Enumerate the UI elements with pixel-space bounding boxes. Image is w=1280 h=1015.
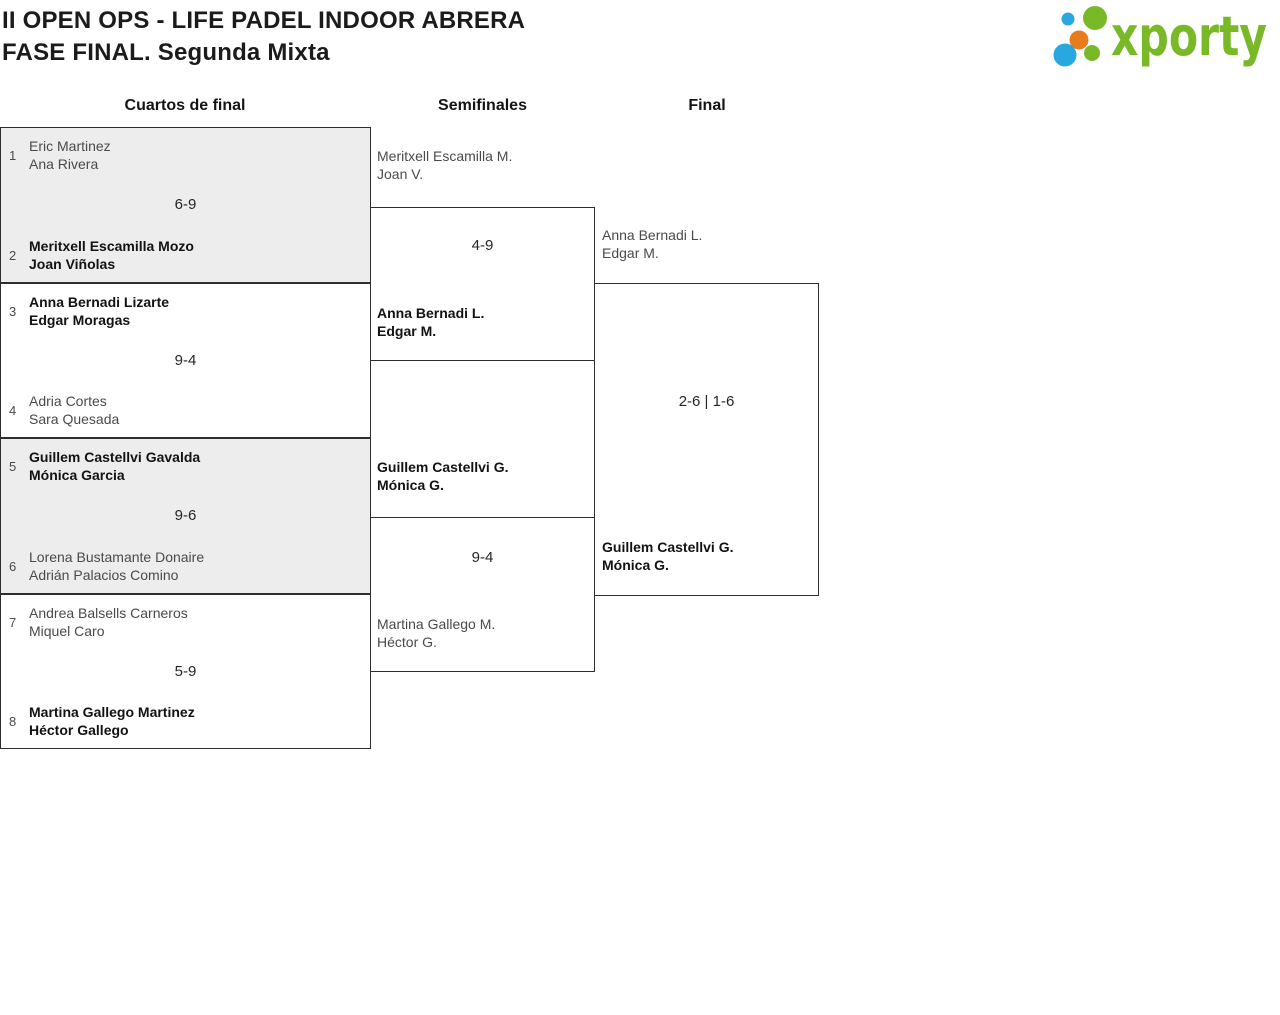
player-2-name: Edgar Moragas (29, 312, 131, 328)
player-1-name: Meritxell Escamilla M. (377, 148, 513, 164)
seed-number: 7 (9, 614, 17, 630)
xporty-logo[interactable]: xporty (1045, 1, 1275, 71)
player-1-name: Guillem Castellvi G. (602, 539, 734, 555)
semifinal2-team-bottom: Martina Gallego M. Héctor G. (377, 615, 495, 651)
player-2-name: Sara Quesada (29, 411, 120, 427)
match-score: 9-6 (174, 507, 197, 524)
player-1-name: Martina Gallego Martinez (29, 704, 195, 720)
player-1-name: Adria Cortes (29, 393, 107, 409)
player-2-name: Joan V. (377, 166, 424, 182)
player-names: Adria Cortes Sara Quesada (29, 392, 119, 428)
final-team-top: Anna Bernadi L. Edgar M. (602, 226, 702, 262)
team-row: 2 Meritxell Escamilla Mozo Joan Viñolas (1, 237, 194, 273)
quarterfinal-match-2: 3 Anna Bernadi Lizarte Edgar Moragas 9-4… (0, 283, 371, 438)
player-names: Andrea Balsells Carneros Miquel Caro (29, 604, 188, 640)
match-score: 9-4 (471, 549, 494, 566)
match-score: 5-9 (174, 662, 197, 680)
player-1-name: Anna Bernadi L. (377, 305, 485, 321)
seed-number: 1 (9, 147, 17, 163)
match-score: 9-4 (174, 351, 197, 369)
quarterfinal-match-4: 7 Andrea Balsells Carneros Miquel Caro 5… (0, 594, 371, 749)
team-row: 1 Eric Martinez Ana Rivera (1, 137, 111, 173)
player-2-name: Edgar M. (602, 245, 659, 261)
match-score: 4-9 (471, 237, 494, 254)
player-2-name: Ana Rivera (29, 156, 99, 172)
match-score: 6-9 (174, 196, 197, 213)
logo-wordmark: xporty (1111, 5, 1267, 68)
player-1-name: Meritxell Escamilla Mozo (29, 238, 194, 254)
match-score: 2-6 | 1-6 (678, 393, 735, 410)
team-row: 4 Adria Cortes Sara Quesada (1, 392, 119, 428)
player-2-name: Mónica G. (602, 557, 669, 573)
round-header-final: Final (688, 97, 726, 114)
seed-number: 5 (9, 458, 17, 474)
player-2-name: Mónica G. (377, 477, 444, 493)
player-2-name: Héctor G. (377, 634, 437, 650)
player-2-name: Miquel Caro (29, 623, 105, 639)
player-2-name: Héctor Gallego (29, 722, 129, 738)
page-title-line1: II OPEN OPS - LIFE PADEL INDOOR ABRERA (2, 7, 526, 34)
team-row: 6 Lorena Bustamante Donaire Adrián Palac… (1, 548, 204, 584)
seed-number: 6 (9, 558, 17, 574)
round-header-semifinals: Semifinales (438, 97, 527, 114)
semifinal2-team-top: Guillem Castellvi G. Mónica G. (377, 458, 509, 494)
seed-number: 8 (9, 713, 17, 729)
seed-number: 2 (9, 247, 17, 263)
player-1-name: Lorena Bustamante Donaire (29, 549, 205, 565)
final-match: 2-6 | 1-6 (594, 283, 819, 596)
player-2-name: Adrián Palacios Comino (29, 567, 179, 583)
logo-dots-icon (1053, 6, 1107, 67)
final-team-bottom: Guillem Castellvi G. Mónica G. (602, 538, 734, 574)
page-title: II OPEN OPS - LIFE PADEL INDOOR ABRERA F… (2, 5, 525, 69)
semifinal1-team-bottom: Anna Bernadi L. Edgar M. (377, 304, 484, 340)
player-1-name: Andrea Balsells Carneros (29, 605, 188, 621)
quarterfinal-match-3: 5 Guillem Castellvi Gavalda Mónica Garci… (0, 438, 371, 594)
player-1-name: Eric Martinez (29, 138, 111, 154)
seed-number: 3 (9, 303, 17, 319)
player-1-name: Anna Bernadi Lizarte (29, 294, 170, 310)
team-row: 3 Anna Bernadi Lizarte Edgar Moragas (1, 293, 169, 329)
player-2-name: Mónica Garcia (29, 467, 125, 483)
player-1-name: Guillem Castellvi G. (377, 459, 509, 475)
team-row: 5 Guillem Castellvi Gavalda Mónica Garci… (1, 448, 200, 484)
team-row: 7 Andrea Balsells Carneros Miquel Caro (1, 604, 188, 640)
player-names: Anna Bernadi Lizarte Edgar Moragas (29, 293, 169, 329)
player-1-name: Anna Bernadi L. (602, 227, 703, 243)
team-row: 8 Martina Gallego Martinez Héctor Galleg… (1, 703, 195, 739)
player-2-name: Joan Viñolas (29, 256, 116, 272)
round-header-quarterfinals: Cuartos de final (124, 97, 246, 114)
player-1-name: Guillem Castellvi Gavalda (29, 449, 201, 465)
player-names: Eric Martinez Ana Rivera (29, 137, 111, 173)
player-names: Martina Gallego Martinez Héctor Gallego (29, 703, 195, 739)
seed-number: 4 (9, 402, 17, 418)
player-names: Meritxell Escamilla Mozo Joan Viñolas (29, 237, 194, 273)
player-2-name: Edgar M. (377, 323, 437, 339)
semifinal1-team-top: Meritxell Escamilla M. Joan V. (377, 147, 512, 183)
player-names: Guillem Castellvi Gavalda Mónica Garcia (29, 448, 200, 484)
page-title-line2: FASE FINAL. Segunda Mixta (2, 39, 330, 66)
player-names: Lorena Bustamante Donaire Adrián Palacio… (29, 548, 204, 584)
player-1-name: Martina Gallego M. (377, 616, 496, 632)
quarterfinal-match-1: 1 Eric Martinez Ana Rivera 6-9 2 Meritxe… (0, 127, 371, 283)
